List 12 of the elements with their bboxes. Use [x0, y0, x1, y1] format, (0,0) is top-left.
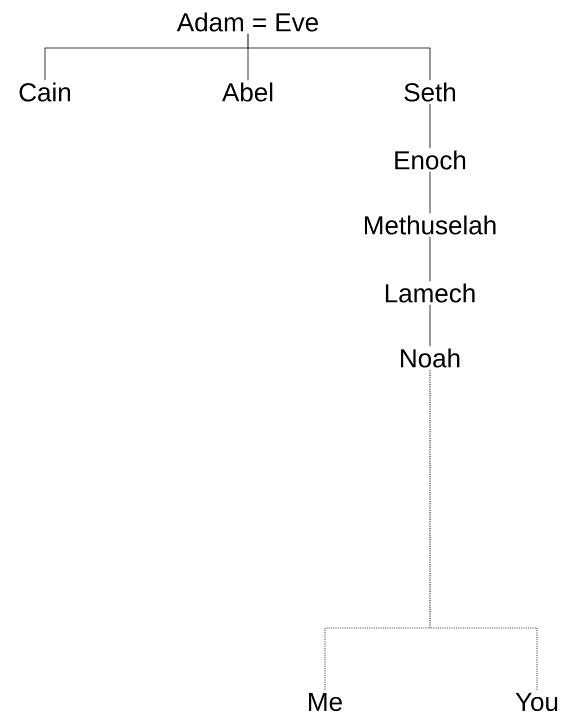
person-name: Methuselah [364, 215, 496, 235]
person-name: You [516, 692, 558, 712]
person-name: Noah [401, 348, 460, 368]
person-name: Adam = Eve [176, 12, 318, 32]
person-name: Cain [20, 82, 70, 102]
person-name: Abel [222, 82, 272, 102]
person-name: Seth [404, 82, 456, 102]
person-name: Lamech [386, 283, 475, 303]
person-name: Enoch [395, 150, 466, 170]
person-name: Me [309, 692, 342, 712]
tree-line [248, 33, 430, 81]
tree-line [430, 369, 538, 692]
